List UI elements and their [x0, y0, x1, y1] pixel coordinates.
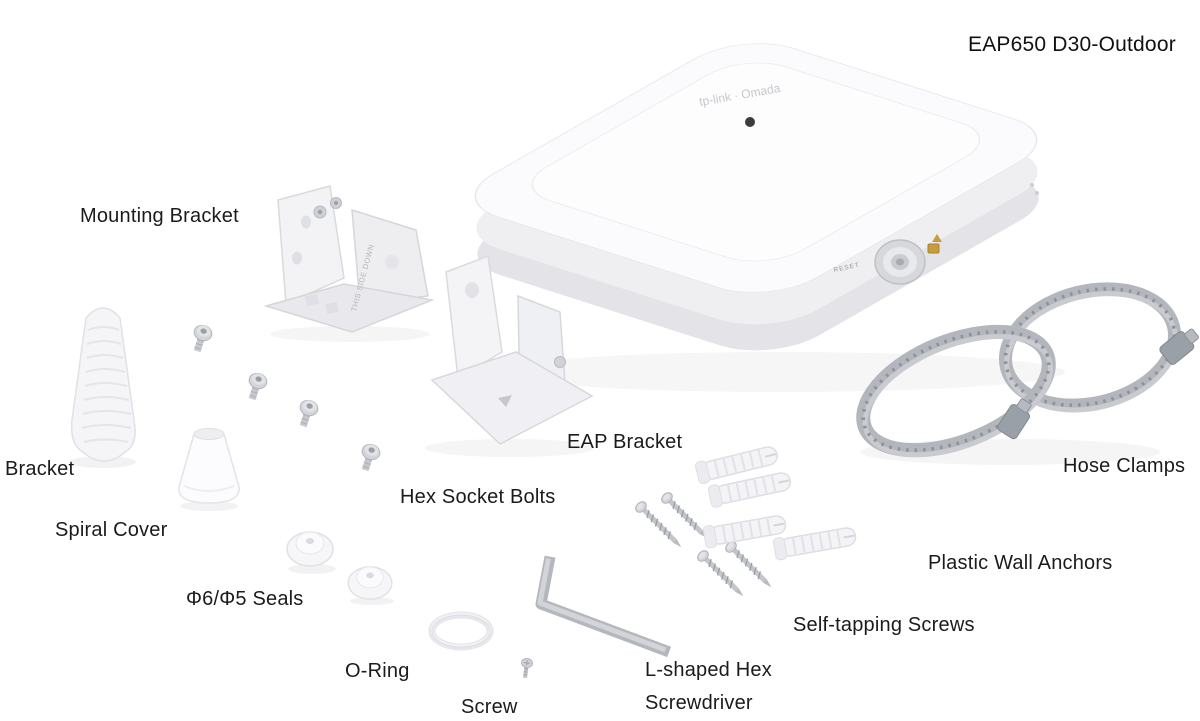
label-spiral-cover: Spiral Cover	[55, 519, 168, 541]
label-hex-screwdriver: L-shaped Hex Screwdriver	[645, 654, 772, 720]
label-self-tapping-screws: Self-tapping Screws	[793, 614, 975, 636]
antenna-connector-icon	[874, 239, 926, 285]
screw-image	[521, 657, 533, 679]
label-hex-screwdriver-line2: Screwdriver	[645, 692, 753, 714]
self-tapping-screws-image	[635, 492, 772, 597]
grounding-terminal-icon	[927, 234, 942, 254]
o-ring-image	[428, 611, 494, 651]
label-seals: Φ6/Φ5 Seals	[186, 588, 304, 610]
eap-bracket-image	[430, 254, 594, 445]
spiral-cover-image	[70, 307, 136, 462]
label-eap-bracket: EAP Bracket	[567, 431, 683, 453]
label-hex-socket-bolts: Hex Socket Bolts	[400, 486, 556, 508]
wall-anchors-image	[694, 446, 857, 561]
seals-image	[286, 531, 393, 600]
bracket-cap-image	[178, 428, 240, 504]
label-o-ring: O-Ring	[345, 660, 410, 682]
device-led	[745, 117, 755, 127]
mounting-bracket-image: THIS SIDE DOWN	[263, 185, 435, 333]
label-mounting-bracket: Mounting Bracket	[80, 205, 239, 227]
product-title: EAP650 D30-Outdoor	[968, 33, 1176, 56]
label-screw: Screw	[461, 696, 518, 718]
label-bracket: Bracket	[5, 458, 75, 480]
label-plastic-wall-anchors: Plastic Wall Anchors	[928, 552, 1113, 574]
bracket-bolts-icon	[313, 197, 342, 219]
access-point-device: tp-link · Omada RESET	[474, 43, 1039, 351]
label-hose-clamps: Hose Clamps	[1063, 455, 1186, 477]
label-hex-screwdriver-line1: L-shaped Hex	[645, 659, 772, 681]
hex-key-image	[535, 555, 672, 658]
hex-socket-bolts-image	[193, 324, 381, 472]
hose-clamps-image	[856, 282, 1199, 458]
